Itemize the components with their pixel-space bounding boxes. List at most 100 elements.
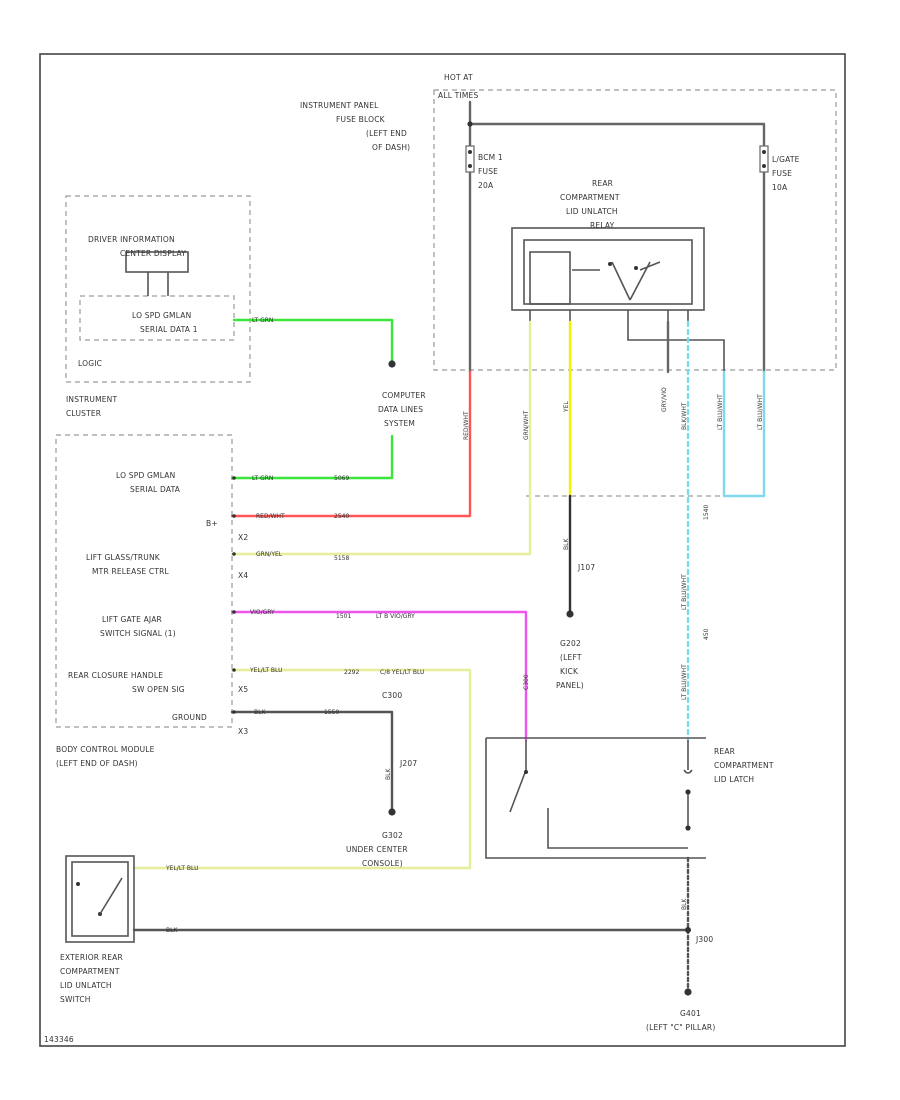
- vwire-label-redwht: RED/WHT: [463, 411, 470, 440]
- label-ipfb-1: INSTRUMENT PANEL: [300, 101, 379, 110]
- wire-blk-bcm-ground: [230, 710, 394, 812]
- vwire-label-grnwht: GRN/WHT: [523, 410, 530, 440]
- wire-label-grnyel: GRN/YEL: [256, 551, 283, 558]
- wire-label-ltgrn-1: LT GRN: [252, 317, 273, 324]
- wire-label-vio-2: LT B VIO/GRY: [376, 613, 415, 620]
- vwire-label-c300b: C300: [523, 674, 530, 690]
- relay-icon: [511, 227, 725, 372]
- label-fuse2-3: 10A: [772, 183, 788, 192]
- gmlan-logic-box: [79, 295, 235, 341]
- label-ipfb-3: (LEFT END: [366, 129, 407, 138]
- label-bcm-pin5-1: REAR CLOSURE HANDLE: [68, 671, 163, 680]
- wire-label-c2540: 2540: [334, 513, 349, 520]
- wire-redwht: [230, 370, 472, 518]
- wire-label-yel-ltblu: YEL/LT BLU: [165, 865, 198, 872]
- wire-label-redwht: RED/WHT: [256, 513, 285, 520]
- label-ipfb-4: OF DASH): [372, 143, 410, 152]
- vwire-label-c1540: 1540: [703, 505, 710, 520]
- instrument-cluster-box: [65, 195, 251, 383]
- label-latch-2: COMPARTMENT: [714, 761, 774, 770]
- label-gmlan-2: SERIAL DATA 1: [140, 325, 198, 334]
- vertical-wire-labels: RED/WHT GRN/WHT YEL GRY/VIO LT BLU/WHT L…: [385, 387, 764, 910]
- splice-cdl-top: [388, 360, 396, 368]
- label-g401-1: G401: [680, 1009, 701, 1018]
- label-ext-4: SWITCH: [60, 995, 91, 1004]
- fuse-block-box: [433, 89, 837, 371]
- label-bcm-ground: GROUND: [172, 713, 207, 722]
- wire-label-vio-1: VIO/GRY: [250, 609, 275, 616]
- ground-g302: [388, 808, 396, 816]
- label-g202-3: KICK: [560, 667, 579, 676]
- diagram-frame: [39, 53, 846, 1047]
- label-bcm-pin5-2: SW OPEN SIG: [132, 685, 185, 694]
- label-c300: C300: [382, 691, 402, 700]
- label-gmlan-1: LO SPD GMLAN: [132, 311, 191, 320]
- wire-violet: [230, 610, 528, 742]
- wire-label-c1501: 1501: [336, 613, 351, 620]
- wire-label-c5069: 5069: [334, 475, 349, 482]
- dic-display-icon: [125, 251, 189, 296]
- wire-label-yelblu-1: YEL/LT BLU: [249, 667, 282, 674]
- label-bcm-b: B+: [206, 519, 218, 528]
- wire-label-blk-1: BLK: [254, 709, 266, 716]
- label-bcm-x4: X4: [238, 571, 248, 580]
- bcm-pins: [232, 476, 236, 714]
- vwire-label-ltbluwht: LT BLU/WHT: [681, 574, 688, 610]
- vwire-label-ltbluwht2: LT BLU/WHT: [681, 664, 688, 700]
- label-fuse1-1: BCM 1: [478, 153, 503, 162]
- label-g202-2: (LEFT: [560, 653, 582, 662]
- label-g202-1: G202: [560, 639, 581, 648]
- label-latch-3: LID LATCH: [714, 775, 754, 784]
- label-bcm-pin3-1: LIFT GLASS/TRUNK: [86, 553, 161, 562]
- wire-grnyel: [230, 320, 532, 556]
- label-g401-2: (LEFT "C" PILLAR): [646, 1023, 715, 1032]
- label-relay-3: LID UNLATCH: [566, 207, 618, 216]
- label-fuse1-3: 20A: [478, 181, 494, 190]
- wire-label-ltgrn-2: LT GRN: [252, 475, 273, 482]
- label-g302-3: CONSOLE): [362, 859, 403, 868]
- label-bcm-pin1-1: LO SPD GMLAN: [116, 471, 175, 480]
- label-bcm-x5: X5: [238, 685, 248, 694]
- label-dic-2: CENTER DISPLAY: [120, 249, 186, 258]
- wire-ltgrn-ic: [232, 318, 394, 364]
- wire-ltgrn-bcm: [230, 434, 394, 480]
- label-j300: J300: [695, 935, 713, 944]
- ground-g401: [684, 988, 692, 996]
- label-ext-3: LID UNLATCH: [60, 981, 112, 990]
- label-relay-4: RELAY: [590, 221, 615, 230]
- label-g202-4: PANEL): [556, 681, 584, 690]
- label-bcm-1: BODY CONTROL MODULE: [56, 745, 155, 754]
- label-bcm-2: (LEFT END OF DASH): [56, 759, 138, 768]
- label-cdl-1: COMPUTER: [382, 391, 426, 400]
- label-hot-at: HOT AT: [444, 73, 473, 82]
- wire-label-c5158: 5158: [334, 555, 349, 562]
- vwire-label-blk: BLK: [563, 538, 570, 550]
- vwire-label-blk2: BLK: [385, 768, 392, 780]
- label-relay-2: COMPARTMENT: [560, 193, 620, 202]
- labels: HOT AT ALL TIMES INSTRUMENT PANEL FUSE B…: [44, 73, 800, 1044]
- label-fuse2-1: L/GATE: [772, 155, 800, 164]
- label-cdl-2: DATA LINES: [378, 405, 423, 414]
- label-ic-1: INSTRUMENT: [66, 395, 117, 404]
- wire-labels: LT GRN LT GRN 5069 RED/WHT 2540 GRN/YEL …: [165, 317, 424, 934]
- vwire-label-ltblu1: LT BLU/WHT: [717, 394, 724, 430]
- label-ext-2: COMPARTMENT: [60, 967, 120, 976]
- label-bcm-x3: X3: [238, 727, 248, 736]
- vwire-label-blkwht: BLK/WHT: [681, 402, 688, 430]
- fuse-lgate-icon: [759, 145, 769, 173]
- label-ic-2: CLUSTER: [66, 409, 101, 418]
- label-dic-1: DRIVER INFORMATION: [88, 235, 175, 244]
- label-fuse2-2: FUSE: [772, 169, 792, 178]
- label-j107: J107: [577, 563, 595, 572]
- label-j207: J207: [399, 759, 417, 768]
- label-relay-1: REAR: [592, 179, 613, 188]
- label-bcm-pin4-2: SWITCH SIGNAL (1): [100, 629, 176, 638]
- wire-label-blk-2: BLK: [166, 927, 178, 934]
- vwire-label-yel: YEL: [563, 401, 570, 413]
- wire-label-yelblu-2: C/8 YEL/LT BLU: [380, 669, 424, 676]
- label-ext-1: EXTERIOR REAR: [60, 953, 123, 962]
- wire-yelblu: [132, 668, 472, 870]
- label-footer: 143346: [44, 1035, 74, 1044]
- label-fuse1-2: FUSE: [478, 167, 498, 176]
